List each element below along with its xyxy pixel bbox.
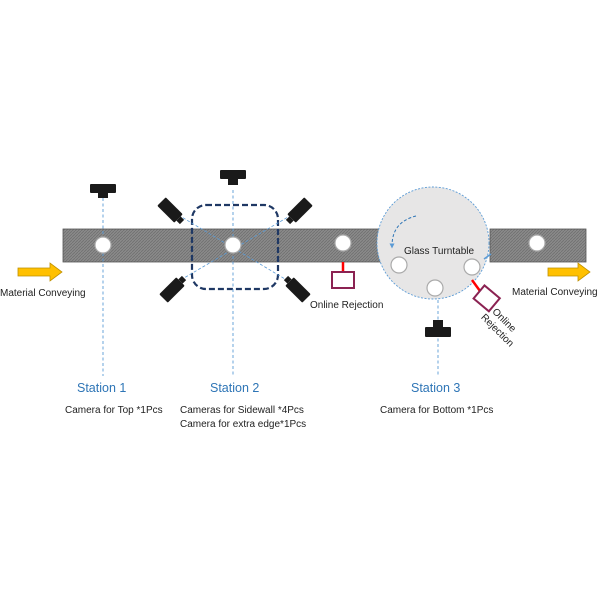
turntable-connector (483, 253, 492, 260)
vial-3 (334, 234, 352, 252)
material-arrow-right (547, 262, 591, 282)
vial-2 (224, 236, 242, 254)
vial-1 (94, 236, 112, 254)
online-rejection-1-label: Online Rejection (310, 300, 383, 311)
conveyor-belt-left (62, 228, 384, 263)
camera-bottom-station-3 (425, 320, 451, 337)
material-conveying-left-label: Material Conveying (0, 288, 86, 299)
station-2-desc-1: Cameras for Sidewall *4Pcs (180, 405, 304, 416)
station-3-title: Station 3 (411, 381, 460, 395)
station-1-title: Station 1 (77, 381, 126, 395)
vial-7 (528, 234, 546, 252)
online-rejection-2 (470, 279, 502, 313)
station-1-desc-1: Camera for Top *1Pcs (65, 405, 163, 416)
station-3-desc-1: Camera for Bottom *1Pcs (380, 405, 493, 416)
vial-5 (463, 258, 481, 276)
camera-top-station-1 (90, 184, 116, 198)
vial-6 (426, 279, 444, 297)
camera-sidewall-1 (157, 197, 185, 225)
station-2-dashed-box (190, 203, 280, 291)
camera-extra-edge-station-2 (220, 170, 246, 185)
vial-4 (390, 256, 408, 274)
station-2-title: Station 2 (210, 381, 259, 395)
material-conveying-right-label: Material Conveying (512, 287, 598, 298)
glass-turntable-label: Glass Turntable (404, 246, 474, 257)
camera-sidewall-2 (285, 197, 313, 225)
online-rejection-1 (331, 262, 355, 289)
station-guide-lines (102, 190, 439, 376)
camera-sidewall-3 (159, 275, 187, 303)
camera-sidewall-4 (283, 275, 311, 303)
vials (94, 234, 546, 297)
station-2-desc-2: Camera for extra edge*1Pcs (180, 419, 306, 430)
material-arrow-left (17, 262, 63, 282)
turntable-rotation-arrow (389, 215, 417, 249)
